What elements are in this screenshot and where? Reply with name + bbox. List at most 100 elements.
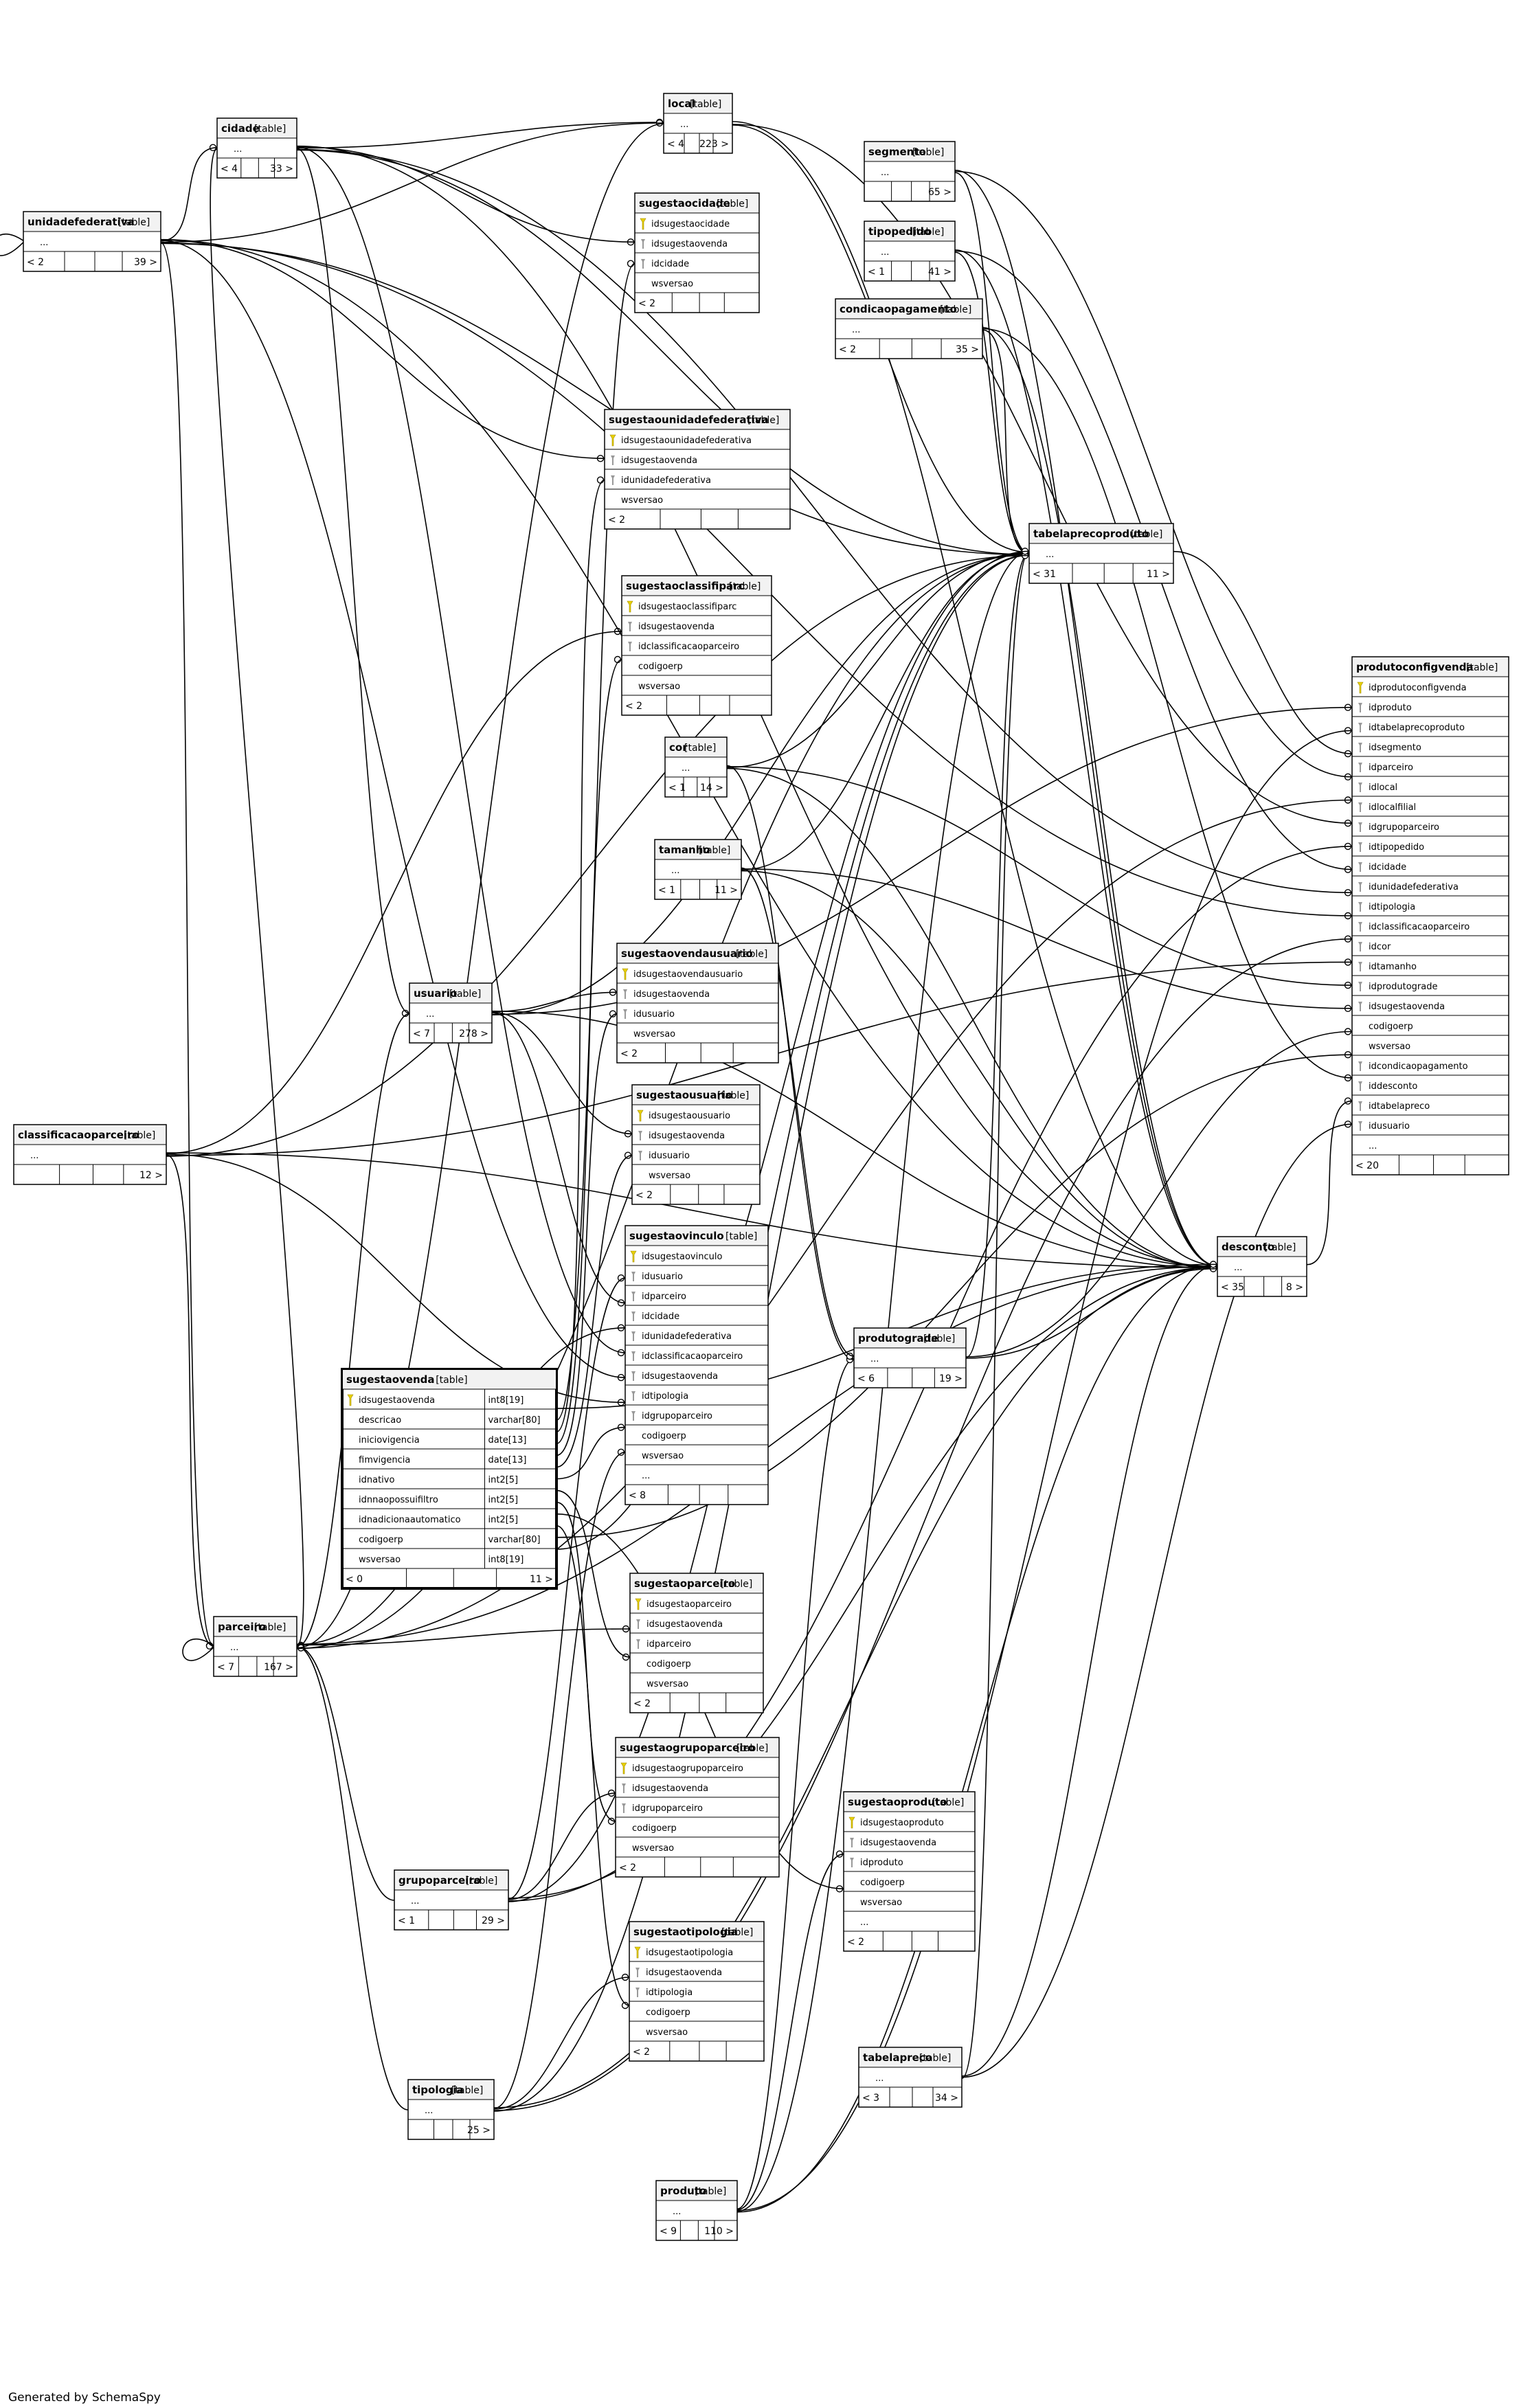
table-name: sugestaousuario bbox=[636, 1089, 732, 1101]
column-name: idcor bbox=[1369, 942, 1391, 952]
table-kind-tag: [table] bbox=[690, 99, 721, 110]
column-name: ... bbox=[40, 238, 48, 248]
table-sugestaoparceiro[interactable]: sugestaoparceiro[table]idsugestaoparceir… bbox=[629, 1573, 764, 1713]
table-sugestaovendausuario[interactable]: sugestaovendausuario[table]idsugestaoven… bbox=[616, 943, 779, 1064]
column-name: idsugestaocidade bbox=[651, 219, 730, 229]
relationship-line-sugestaovinculo-tipologia bbox=[493, 1451, 626, 2109]
table-kind-tag: [table] bbox=[736, 949, 767, 960]
row-count: 11 > bbox=[715, 885, 738, 896]
table-sugestaoproduto[interactable]: sugestaoproduto[table]idsugestaoprodutoi… bbox=[843, 1791, 976, 1952]
table-sugestaousuario[interactable]: sugestaousuario[table]idsugestaousuarioi… bbox=[631, 1084, 761, 1205]
relationship-line-sugestaousuario-usuario bbox=[491, 1011, 633, 1135]
table-header-bg bbox=[865, 142, 954, 161]
column-name: iddesconto bbox=[1369, 1081, 1417, 1092]
table-sugestaounidadefederativa[interactable]: sugestaounidadefederativa[table]idsugest… bbox=[604, 409, 791, 530]
parent-count: < 2 bbox=[625, 701, 642, 712]
relationship-line-sugestaoclassifiparc-classificacaoparceiro bbox=[166, 631, 622, 1154]
table-kind-tag: [table] bbox=[124, 1130, 155, 1141]
column-name: idparceiro bbox=[1369, 763, 1413, 773]
primary-key-icon bbox=[347, 1394, 354, 1406]
column-type: int2[5] bbox=[488, 1495, 518, 1505]
relationship-line-parceiro-parceiro bbox=[182, 1638, 214, 1661]
row-count: 35 > bbox=[956, 344, 979, 355]
column-name: idsugestaoparceiro bbox=[646, 1599, 732, 1610]
relationship-line-sugestaovinculo-cidade bbox=[296, 146, 626, 1353]
parent-count: < 7 bbox=[217, 1662, 234, 1673]
table-kind-tag: [table] bbox=[254, 124, 286, 135]
table-name: produtograde bbox=[858, 1332, 938, 1344]
relationship-line-parceiro-tipologia bbox=[296, 1645, 409, 2111]
table-kind-tag: [table] bbox=[1466, 662, 1498, 673]
table-header-bg bbox=[657, 2181, 736, 2201]
parent-count: < 7 bbox=[413, 1028, 430, 1039]
table-name: sugestaovinculo bbox=[629, 1230, 724, 1242]
table-sugestaoclassifiparc[interactable]: sugestaoclassifiparc[table]idsugestaocla… bbox=[621, 575, 772, 716]
table-kind-tag: [table] bbox=[721, 1927, 753, 1938]
foreign-key-icon bbox=[631, 1331, 635, 1341]
column-name: codigoerp bbox=[642, 1431, 686, 1441]
foreign-key-icon bbox=[1358, 922, 1362, 932]
table-segmento[interactable]: segmento[table]...65 > bbox=[864, 141, 956, 202]
foreign-key-icon bbox=[1358, 703, 1362, 712]
table-classificacaoparceiro[interactable]: classificacaoparceiro[table]...12 > bbox=[13, 1124, 167, 1185]
table-header-bg bbox=[622, 576, 771, 596]
table-kind-tag: [table] bbox=[932, 1797, 964, 1808]
table-produtoconfigvenda[interactable]: produtoconfigvenda[table]idprodutoconfig… bbox=[1351, 656, 1509, 1175]
table-name: usuario bbox=[414, 987, 457, 1000]
table-sugestaogrupoparceiro[interactable]: sugestaogrupoparceiro[table]idsugestaogr… bbox=[615, 1737, 780, 1878]
column-name: codigoerp bbox=[646, 1659, 691, 1669]
table-tipologia[interactable]: tipologia[table]...25 > bbox=[407, 2079, 495, 2140]
relationship-line-tabelaprecoproduto-tabelapreco bbox=[961, 551, 1030, 2080]
relationship-line-desconto-condicaopagamento bbox=[982, 326, 1218, 1267]
table-name: cor bbox=[669, 741, 688, 754]
parent-count: < 31 bbox=[1033, 569, 1056, 580]
table-header-bg bbox=[631, 1574, 763, 1593]
relationship-line-parceiro-cidade bbox=[210, 148, 304, 1646]
column-name: wsversao bbox=[646, 1679, 688, 1689]
relationship-line-desconto-cor bbox=[726, 767, 1218, 1269]
relationship-line-sugestaoproduto-produto bbox=[736, 1853, 844, 2211]
table-sugestaotipologia[interactable]: sugestaotipologia[table]idsugestaotipolo… bbox=[629, 1921, 765, 2062]
table-header-bg bbox=[859, 2048, 961, 2067]
column-name: ... bbox=[870, 1354, 879, 1364]
column-name: idusuario bbox=[649, 1151, 690, 1161]
table-header-bg bbox=[395, 1871, 508, 1890]
table-header-bg bbox=[635, 194, 758, 213]
row-count: 223 > bbox=[699, 139, 729, 150]
primary-key-icon bbox=[635, 1598, 642, 1610]
column-name: idsugestaovenda bbox=[646, 1968, 722, 1978]
relationship-line-produtoconfigvenda-produtograde bbox=[965, 1031, 1353, 1358]
table-header-bg bbox=[630, 1922, 763, 1942]
column-name: ... bbox=[673, 2207, 681, 2217]
table-name: tipopedido bbox=[868, 225, 931, 238]
table-sugestaovinculo[interactable]: sugestaovinculo[table]idsugestaovinculoi… bbox=[625, 1225, 769, 1505]
column-name: idtabelapreco bbox=[1369, 1101, 1430, 1112]
relationship-line-tabelaprecoproduto-usuario bbox=[491, 553, 1030, 1016]
foreign-key-icon bbox=[628, 642, 632, 651]
column-name: idtipopedido bbox=[1369, 842, 1424, 853]
column-name: idsugestaovenda bbox=[621, 455, 697, 466]
column-name: ... bbox=[852, 325, 860, 335]
table-name: tamanho bbox=[659, 844, 710, 856]
table-sugestaocidade[interactable]: sugestaocidade[table]idsugestaocidadeids… bbox=[634, 192, 760, 313]
column-name: idsugestaovendausuario bbox=[633, 969, 743, 980]
row-count: 11 > bbox=[530, 1574, 553, 1585]
primary-key-icon bbox=[1357, 682, 1364, 694]
column-name: codigoerp bbox=[638, 662, 683, 672]
